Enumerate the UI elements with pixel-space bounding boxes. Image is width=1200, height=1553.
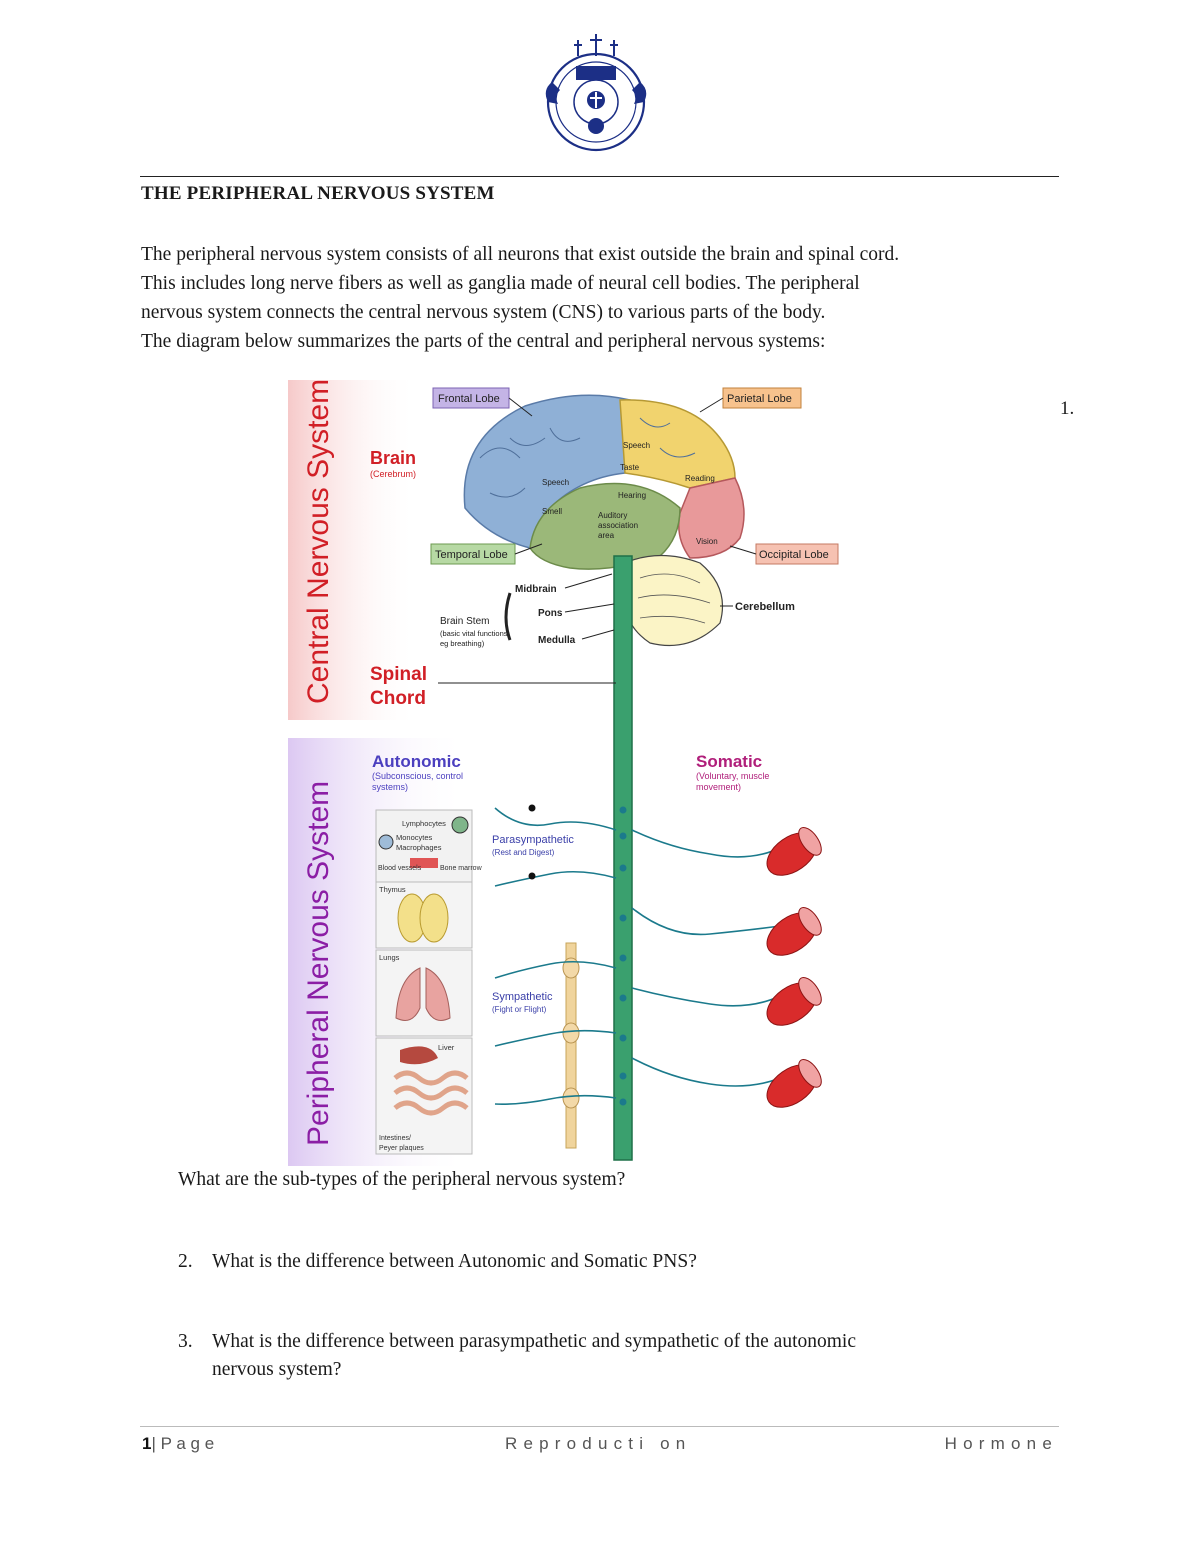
area-reading: Reading: [685, 474, 715, 483]
organ-panels: Lymphocytes Monocytes Macrophages Blood …: [375, 809, 483, 1155]
sympathetic-nerve: [494, 1094, 617, 1105]
autonomic-sub-2: systems): [372, 782, 408, 792]
parasympathetic-sub: (Rest and Digest): [492, 848, 555, 857]
medulla-label: Medulla: [538, 635, 576, 646]
sympathetic-label: Sympathetic: [492, 991, 553, 1003]
sympathetic-nerve: [494, 1029, 617, 1047]
sympathetic-chain: [565, 942, 577, 1149]
footer-right-text: Hormone: [944, 1434, 1058, 1453]
question-3-text-line-1: What is the difference between parasympa…: [212, 1331, 856, 1352]
organ-monocytes: Monocytes: [396, 833, 433, 842]
area-speech: Speech: [623, 441, 650, 450]
parietal-lobe-label: Parietal Lobe: [727, 393, 792, 405]
lungs-panel: [375, 949, 473, 1037]
organ-lungs: Lungs: [379, 953, 400, 962]
parasympathetic-nerve: [494, 807, 617, 831]
somatic-label: Somatic: [696, 752, 762, 771]
brain-stem-sub-2: eg breathing): [440, 639, 485, 648]
occipital-lobe-label: Occipital Lobe: [759, 549, 829, 561]
question-3-text-line-2: nervous system?: [212, 1359, 342, 1380]
cerebellum: [623, 554, 724, 647]
midbrain-label: Midbrain: [515, 584, 557, 595]
temporal-lobe: [529, 482, 681, 570]
area-taste: Taste: [620, 463, 640, 472]
somatic-sub-2: movement): [696, 782, 741, 792]
brain-stem-label: Brain Stem: [440, 616, 489, 627]
nervous-system-diagram: Central Nervous System Peripheral Nervou…: [288, 379, 839, 1166]
organ-blood-vessels: Blood vessels: [378, 865, 422, 872]
ganglion: [562, 1022, 580, 1044]
cerebellum-label: Cerebellum: [735, 601, 795, 613]
intro-paragraph: The peripheral nervous system consists o…: [141, 240, 1071, 356]
question-3: 3. What is the difference between parasym…: [178, 1328, 1038, 1384]
brain-stem-sub-1: (basic vital functions: [440, 629, 508, 638]
spinal-label-1: Spinal: [370, 664, 427, 685]
parietal-lobe: [619, 399, 736, 489]
muscle-icons: [766, 826, 822, 1108]
spinal-label-2: Chord: [370, 688, 426, 709]
question-1: What are the sub-types of the peripheral…: [178, 1169, 626, 1190]
frontal-lobe-label: Frontal Lobe: [438, 393, 500, 405]
area-auditory: Auditory: [598, 511, 627, 520]
area-vision: Vision: [696, 537, 718, 546]
somatic-nerve: [631, 829, 781, 858]
page-number: 1: [142, 1434, 152, 1453]
organ-lymphocytes: Lymphocytes: [402, 819, 446, 828]
footer-divider: [140, 1426, 1059, 1427]
page-number-group: 1| P a g e: [142, 1434, 214, 1454]
somatic-nerve: [631, 987, 781, 1007]
question-3-number: 3.: [178, 1331, 193, 1352]
question-2: 2. What is the difference between Autonom…: [178, 1248, 697, 1276]
spinal-cord: [613, 555, 633, 1161]
header-divider: [140, 176, 1059, 177]
sympathetic-nerve: [494, 960, 617, 979]
parasympathetic-label: Parasympathetic: [492, 834, 574, 846]
footer-center-text: Reproducti on: [505, 1434, 692, 1453]
brain-label: Brain: [370, 448, 416, 468]
brain-illustration: Speech Taste Reading Speech Hearing Smel…: [463, 394, 745, 647]
pons-label: Pons: [538, 608, 563, 619]
document-title: THE PERIPHERAL NERVOUS SYSTEM: [141, 183, 495, 204]
intro-line: This includes long nerve fibers as well …: [141, 273, 860, 294]
cns-banner-label: Central Nervous System: [302, 379, 335, 704]
organ-intestines: Intestines/: [379, 1135, 411, 1142]
school-seal-logo: [545, 34, 647, 152]
question-2-number: 2.: [178, 1251, 193, 1272]
organ-liver: Liver: [438, 1043, 455, 1052]
somatic-nerve: [631, 907, 781, 936]
sympathetic-sub: (Fight or Flight): [492, 1005, 547, 1014]
cns-banner-bg: [288, 380, 418, 720]
area-association: association: [598, 521, 638, 530]
intro-line: nervous system connects the central nerv…: [141, 302, 826, 323]
intro-line: The peripheral nervous system consists o…: [141, 244, 900, 265]
area-hearing: Hearing: [618, 491, 646, 500]
temporal-lobe-label: Temporal Lobe: [435, 549, 508, 561]
area-smell: Smell: [542, 507, 562, 516]
pns-banner-label: Peripheral Nervous System: [302, 781, 335, 1146]
intro-line: The diagram below summarizes the parts o…: [141, 331, 826, 352]
question-2-text: What is the difference between Autonomic…: [212, 1251, 697, 1272]
organ-bone-marrow: Bone marrow: [440, 865, 483, 872]
autonomic-sub-1: (Subconscious, control: [372, 771, 463, 781]
parasympathetic-nerve: [494, 870, 617, 887]
question-1-number: 1.: [1060, 398, 1075, 419]
somatic-nerve: [631, 1057, 781, 1087]
ganglion: [562, 957, 580, 979]
organ-thymus: Thymus: [379, 885, 406, 894]
organ-macrophages: Macrophages: [396, 843, 442, 852]
somatic-sub-1: (Voluntary, muscle: [696, 771, 769, 781]
page-label: | P a g e: [151, 1434, 215, 1453]
autonomic-label: Autonomic: [372, 752, 461, 771]
organ-peyer: Peyer plaques: [379, 1145, 424, 1152]
area-area: area: [598, 531, 615, 540]
occipital-lobe: [678, 477, 745, 559]
area-speech-2: Speech: [542, 478, 569, 487]
ganglion: [562, 1087, 580, 1109]
brain-sub-label: (Cerebrum): [370, 469, 416, 479]
